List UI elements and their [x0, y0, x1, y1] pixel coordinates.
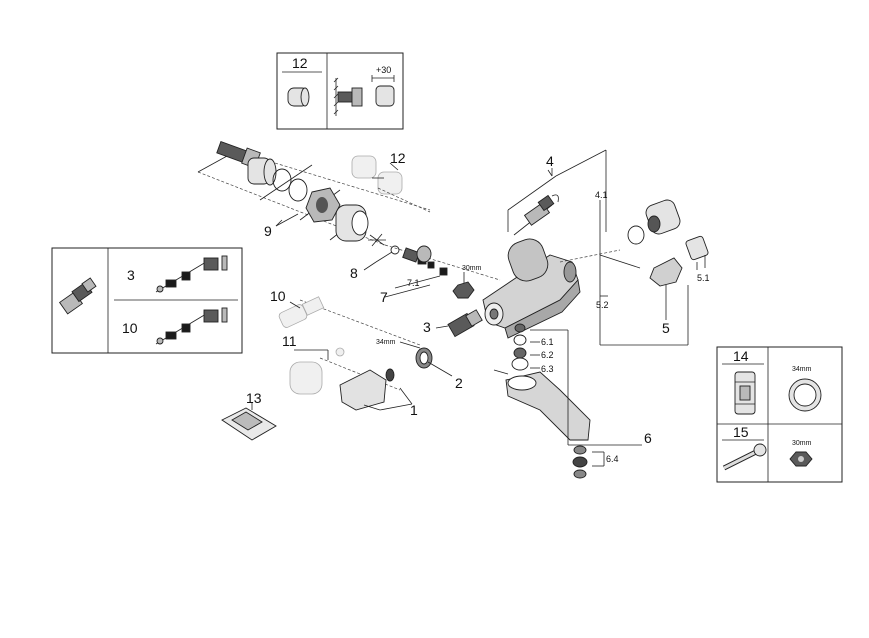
inset-12-number: 12 — [292, 55, 308, 71]
callout-6-3: 6.3 — [541, 364, 554, 374]
ring-34mm-icon — [788, 378, 822, 412]
callout-12: 12 — [390, 150, 406, 166]
part-13-manual — [221, 402, 277, 441]
callout-11: 11 — [282, 333, 297, 349]
inset-14-number: 14 — [733, 348, 749, 364]
valve-connector-icon — [58, 277, 97, 315]
callout-6-2: 6.2 — [541, 350, 554, 360]
callout-4: 4 — [546, 153, 554, 169]
callout-6-1: 6.1 — [541, 337, 554, 347]
handle-lever-part — [649, 235, 709, 287]
extension-piece-icon — [287, 87, 310, 107]
inset-10-number: 10 — [122, 320, 138, 336]
assembly-sequence-top-icon — [155, 255, 228, 293]
assembly-sequence-bottom-icon — [155, 307, 228, 345]
dimension-30mm: 30mm — [462, 265, 482, 272]
star-clip-part — [368, 233, 386, 247]
inset-15-dimension: 30mm — [792, 440, 812, 447]
extension-install-icon — [333, 75, 395, 116]
inset-3-number: 3 — [127, 267, 135, 283]
inset-14-dimension: 34mm — [792, 366, 812, 373]
ghost-extension-part — [351, 155, 403, 195]
callout-5-1: 5.1 — [697, 273, 710, 283]
callout-4-1: 4.1 — [595, 190, 608, 200]
connector-chain-7-8: 30mm — [384, 244, 501, 299]
inset-box-3-10: 3 10 — [51, 247, 243, 354]
callout-2: 2 — [455, 375, 463, 391]
part-3-cartridge — [435, 309, 483, 338]
cap-part — [335, 204, 369, 242]
callout-3: 3 — [423, 319, 431, 335]
spanner-icon — [722, 443, 767, 471]
inset-12-dimension: +30 — [376, 65, 391, 75]
inset-box-12: 12 +30 — [276, 52, 404, 130]
nut-30mm-icon — [789, 451, 813, 467]
top-seal-chain — [197, 140, 431, 247]
callout-1: 1 — [410, 402, 418, 418]
callout-6-4: 6.4 — [606, 454, 619, 464]
callout-7: 7 — [380, 289, 388, 305]
handle-assembly — [599, 199, 709, 346]
inset-box-14-15: 14 15 34mm 30mm — [716, 346, 843, 483]
callout-8: 8 — [350, 265, 358, 281]
dimension-34mm: 34mm — [376, 339, 396, 346]
thermo-element-part — [507, 149, 607, 236]
callout-5: 5 — [662, 320, 670, 336]
housing-sleeve-part — [247, 157, 277, 186]
callout-10: 10 — [270, 288, 286, 304]
part-10-spindle — [278, 296, 421, 346]
spout-part — [493, 323, 642, 479]
handle-grip-part — [645, 199, 681, 235]
valve-body — [482, 238, 621, 339]
inset-15-number: 15 — [733, 424, 749, 440]
part-11-cap — [289, 347, 401, 395]
callout-13: 13 — [246, 390, 262, 406]
part-1-handle — [339, 368, 413, 411]
callout-labels: 1 2 3 4 4.1 5 5.1 5.2 6 6.1 6.2 6.3 6.4 … — [246, 150, 710, 464]
part-2-ring: 34mm — [376, 339, 453, 377]
callout-9: 9 — [264, 223, 272, 239]
callout-leaders — [275, 169, 698, 271]
callout-6: 6 — [644, 430, 652, 446]
callout-7-1: 7.1 — [407, 278, 420, 288]
nut-part — [305, 187, 341, 223]
callout-5-2: 5.2 — [596, 300, 609, 310]
cartridge-tool-icon — [734, 371, 756, 415]
